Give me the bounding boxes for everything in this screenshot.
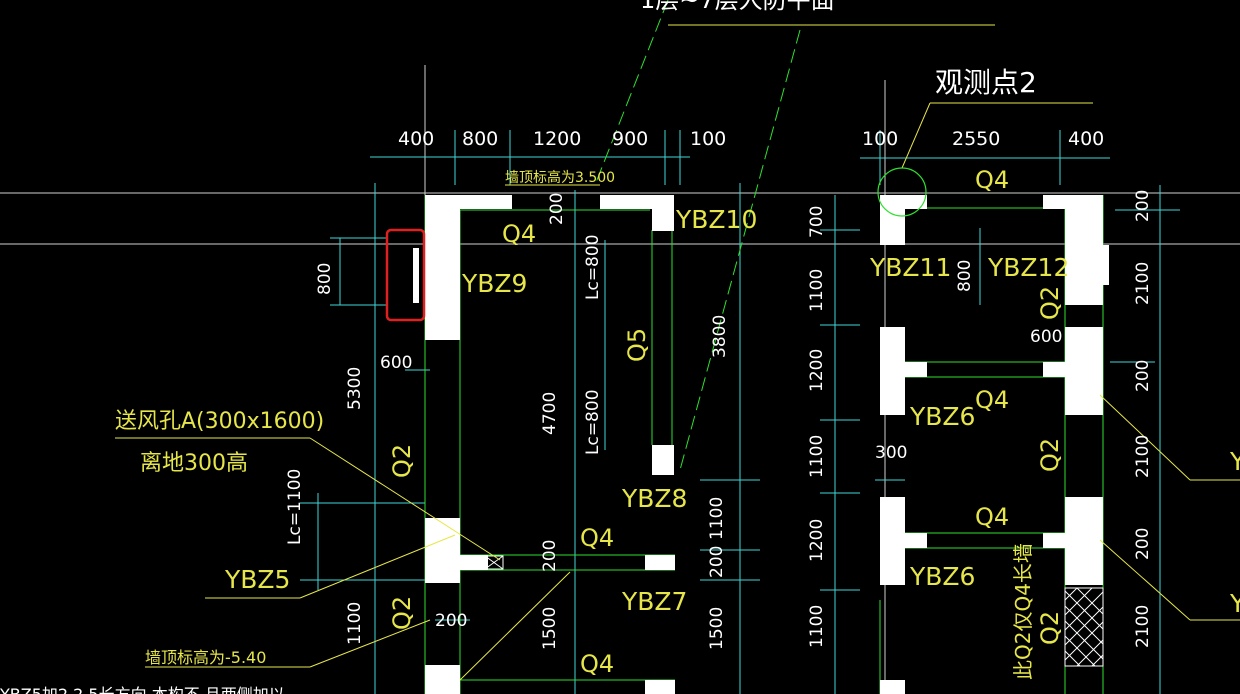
dim-300: 300 xyxy=(875,443,907,463)
dim-2100-c: 2100 xyxy=(1133,605,1153,648)
highlight-box[interactable] xyxy=(385,228,426,322)
dim-200-right-c: 200 xyxy=(1133,528,1153,560)
dim-1100-r3: 1100 xyxy=(807,605,827,648)
column-label-ybz6-a: YBZ6 xyxy=(909,402,975,431)
wall-label-q4-c: Q4 xyxy=(975,386,1009,414)
dim-800-left: 800 xyxy=(315,263,335,295)
dim-1100-mid: 1100 xyxy=(707,497,727,540)
dim-600-right: 600 xyxy=(1030,327,1062,347)
dim-200-mid: 200 xyxy=(707,546,727,578)
column-label-ybz9: YBZ9 xyxy=(461,269,527,298)
column-label-ybz8: YBZ8 xyxy=(621,484,687,513)
dimension-lines xyxy=(300,130,1180,694)
dim-1100-r1: 1100 xyxy=(807,269,827,312)
wall-label-q4-f: Q4 xyxy=(580,650,614,678)
column-label-ybz7: YBZ7 xyxy=(621,587,687,616)
dim-200-bottom: 200 xyxy=(435,611,467,631)
observation-marker xyxy=(877,167,927,217)
wall-label-q2-d: Q2 xyxy=(1036,438,1064,472)
lc-label-1100: Lc=1100 xyxy=(285,469,305,545)
dim-1500-a: 1500 xyxy=(540,607,560,650)
rotated-note: 此Q2仅Q4长墙 xyxy=(1011,543,1035,680)
dim-top-800: 800 xyxy=(462,128,498,150)
dim-1100-left: 1100 xyxy=(345,602,365,645)
wall-solids xyxy=(413,195,1109,694)
dim-top-1200: 1200 xyxy=(533,128,581,150)
wall-bottom-note: 墙顶标高为-5.40 xyxy=(145,648,266,667)
wall-label-q4-b: Q4 xyxy=(975,166,1009,194)
dim-1200-r2: 1200 xyxy=(807,519,827,562)
title-partial: 1层~7层人防平面 xyxy=(640,0,835,14)
column-label-y-edge-a: Y xyxy=(1229,447,1240,476)
wall-label-q2-a: Q2 xyxy=(388,444,416,478)
bottom-note-partial: YBZ5加2.2.5长方向,本构不,且两侧加以 xyxy=(0,685,285,694)
dim-2100-b: 2100 xyxy=(1133,435,1153,478)
vent-label: 送风孔A(300x1600) xyxy=(115,409,324,434)
dim-1200-r1: 1200 xyxy=(807,349,827,392)
column-label-ybz6-b: YBZ6 xyxy=(909,562,975,591)
dim-2100-a: 2100 xyxy=(1133,262,1153,305)
dim-200-right-a: 200 xyxy=(1133,190,1153,222)
dim-top-100: 100 xyxy=(690,128,726,150)
column-label-ybz10: YBZ10 xyxy=(675,205,757,234)
column-label-ybz11: YBZ11 xyxy=(869,253,951,282)
wall-label-q4-e: Q4 xyxy=(580,524,614,552)
misc-dimensions: 800 5300 600 1100 200 200 4700 200 1500 … xyxy=(315,190,1153,650)
dim-top-right-100: 100 xyxy=(862,128,898,150)
column-label-ybz5: YBZ5 xyxy=(224,565,290,594)
column-label-ybz12: YBZ12 xyxy=(987,253,1069,282)
dim-5300: 5300 xyxy=(345,367,365,410)
wall-label-q2-e: Q2 xyxy=(1036,611,1064,645)
column-labels: YBZ9 YBZ10 YBZ11 YBZ12 YBZ6 YBZ6 YBZ8 YB… xyxy=(224,205,1240,618)
dim-200-col-b: 200 xyxy=(540,540,560,572)
top-dimensions: 400 800 1200 900 100 100 2550 400 xyxy=(398,128,1104,150)
dim-700: 700 xyxy=(807,206,827,238)
wall-label-q4-a: Q4 xyxy=(502,220,536,248)
shaft-hatch xyxy=(484,555,1104,667)
vent-height: 离地300高 xyxy=(140,451,248,476)
dim-200-col-a: 200 xyxy=(547,193,567,225)
wall-label-q4-d: Q4 xyxy=(975,503,1009,531)
dim-1500-b: 1500 xyxy=(707,607,727,650)
wall-label-q5: Q5 xyxy=(623,328,651,362)
dim-800-right: 800 xyxy=(955,260,975,292)
wall-label-q2-c: Q2 xyxy=(1036,286,1064,320)
wall-top-note: 墙顶标高为3.500 xyxy=(505,169,615,186)
lc-labels: Lc=800 Lc=800 Lc=1100 xyxy=(285,234,603,545)
dim-top-right-400: 400 xyxy=(1068,128,1104,150)
section-lines xyxy=(594,0,801,471)
observation-point-label: 观测点2 xyxy=(935,66,1037,99)
dim-top-right-2550: 2550 xyxy=(952,128,1000,150)
dim-top-400: 400 xyxy=(398,128,434,150)
dim-1100-r2: 1100 xyxy=(807,435,827,478)
dim-3800: 3800 xyxy=(710,315,730,358)
axis-lines xyxy=(0,65,1240,694)
wall-labels: Q4 Q4 Q4 Q4 Q4 Q4 Q2 Q2 Q2 Q2 Q2 Q5 xyxy=(388,166,1064,678)
lc-label-800-a: Lc=800 xyxy=(583,234,603,300)
leader-lines xyxy=(115,24,1240,681)
wall-label-q2-b: Q2 xyxy=(388,596,416,630)
lc-label-800-b: Lc=800 xyxy=(583,389,603,455)
dim-600-left: 600 xyxy=(380,353,412,373)
dim-4700: 4700 xyxy=(540,392,560,435)
column-label-y-edge-b: Y xyxy=(1229,589,1240,618)
dim-top-900: 900 xyxy=(612,128,648,150)
dim-200-right-b: 200 xyxy=(1133,360,1153,392)
